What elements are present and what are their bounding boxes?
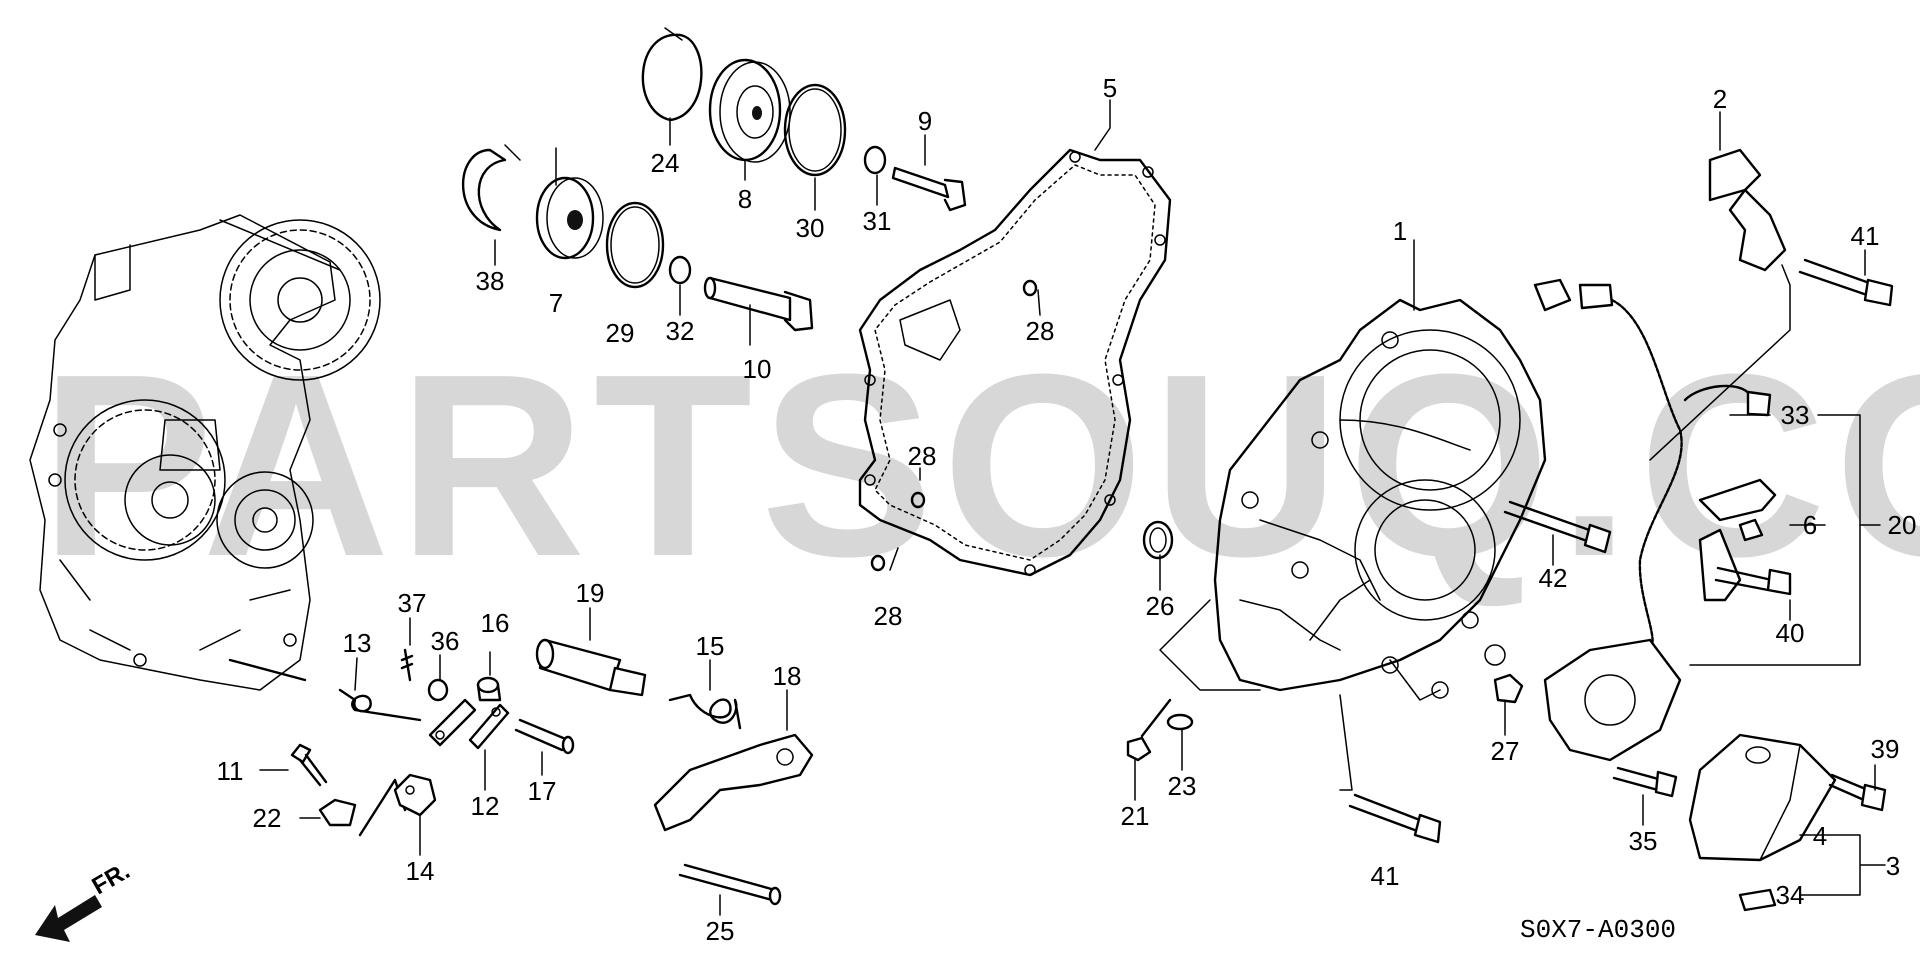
callout-41a: 41 [1851, 221, 1880, 251]
transmission-case-illustration [29, 214, 381, 691]
callout-37: 37 [398, 588, 427, 618]
callout-33: 33 [1781, 400, 1810, 430]
callout-25: 25 [706, 916, 735, 946]
callout-3: 3 [1886, 851, 1900, 881]
shaft-19 [535, 638, 647, 697]
direction-label: FR. [88, 857, 135, 900]
bracket-22 [318, 778, 407, 837]
callout-19: 19 [576, 578, 605, 608]
washer-28a [1022, 279, 1038, 297]
link-12 [428, 698, 510, 750]
callout-7: 7 [549, 288, 563, 318]
callout-36: 36 [431, 626, 460, 656]
snap-ring-24 [641, 27, 703, 122]
o-ring-29 [605, 201, 665, 289]
lever-18 [653, 733, 814, 832]
bolt-41-top [1798, 258, 1894, 307]
washer-31 [863, 145, 887, 175]
callouts: 1 2 3 4 5 6 7 8 9 10 11 12 13 14 15 16 1… [217, 73, 1917, 946]
collar-16 [476, 676, 502, 702]
snap-ring-38 [461, 144, 521, 232]
bolt-40 [1714, 566, 1792, 596]
bolt-42 [1503, 500, 1612, 554]
o-ring-30 [783, 83, 847, 177]
callout-6: 6 [1803, 510, 1817, 540]
spring-15 [668, 693, 742, 730]
callout-29: 29 [606, 318, 635, 348]
arrow-icon [35, 895, 102, 942]
callout-14: 14 [406, 856, 435, 886]
callout-10: 10 [743, 354, 772, 384]
shaft-10 [703, 276, 814, 332]
wire-harness-20 [1533, 278, 1683, 652]
callout-28a: 28 [1026, 316, 1055, 346]
callout-38: 38 [476, 266, 505, 296]
callout-1: 1 [1393, 216, 1407, 246]
callout-8: 8 [738, 184, 752, 214]
callout-4: 4 [1813, 821, 1827, 851]
pin-9 [891, 166, 967, 212]
seal-8 [708, 58, 791, 163]
callout-12: 12 [471, 791, 500, 821]
callout-34: 34 [1776, 880, 1805, 910]
callout-21: 21 [1121, 801, 1150, 831]
callout-31: 31 [863, 206, 892, 236]
callout-27: 27 [1491, 736, 1520, 766]
pin-17 [514, 718, 575, 755]
front-direction-indicator: FR. [35, 857, 134, 942]
callout-23: 23 [1168, 771, 1197, 801]
callout-2: 2 [1713, 84, 1727, 114]
pin-25 [678, 863, 782, 906]
bolt-39 [1828, 773, 1887, 812]
callout-20: 20 [1888, 510, 1917, 540]
callout-40: 40 [1776, 618, 1805, 648]
spring-13 [338, 688, 422, 722]
bolt-11 [290, 743, 328, 787]
bolt-21 [1126, 698, 1172, 762]
callout-16: 16 [481, 608, 510, 638]
callout-5: 5 [1103, 73, 1117, 103]
cover-4 [1688, 733, 1837, 862]
callout-32: 32 [666, 316, 695, 346]
callout-39: 39 [1871, 734, 1900, 764]
detent-14 [393, 773, 437, 817]
seal-7 [535, 176, 604, 260]
bolt-35 [1612, 766, 1678, 798]
callout-41b: 41 [1371, 861, 1400, 891]
nut-27 [1493, 673, 1524, 704]
callout-18: 18 [773, 661, 802, 691]
gasket-5 [858, 148, 1172, 577]
leader-lines [259, 99, 1886, 916]
callout-35: 35 [1629, 826, 1658, 856]
callout-24: 24 [651, 148, 680, 178]
callout-13: 13 [343, 628, 372, 658]
callout-17: 17 [528, 776, 557, 806]
grommet-34 [1738, 888, 1777, 912]
side-cover-1 [1159, 298, 1547, 701]
washer-28c [870, 554, 886, 572]
callout-28b: 28 [908, 441, 937, 471]
callout-28c: 28 [874, 601, 903, 631]
washer-28b [910, 491, 926, 509]
callout-42: 42 [1539, 563, 1568, 593]
watermark: PARTSOUQ.COM [40, 321, 1920, 611]
washer-32 [668, 255, 692, 285]
bracket-2 [1708, 148, 1787, 272]
spring-37 [400, 648, 414, 682]
callout-15: 15 [696, 631, 725, 661]
washer-23 [1166, 713, 1194, 731]
washer-36 [427, 678, 449, 702]
bracket-35 [1543, 638, 1682, 762]
callout-22: 22 [253, 803, 282, 833]
callout-30: 30 [796, 213, 825, 243]
diagram-code: S0X7-A0300 [1520, 915, 1676, 945]
callout-9: 9 [918, 106, 932, 136]
dowel-26 [1142, 520, 1174, 560]
callout-11: 11 [217, 756, 244, 786]
callout-26: 26 [1146, 591, 1175, 621]
bolt-41-bottom [1348, 793, 1442, 844]
